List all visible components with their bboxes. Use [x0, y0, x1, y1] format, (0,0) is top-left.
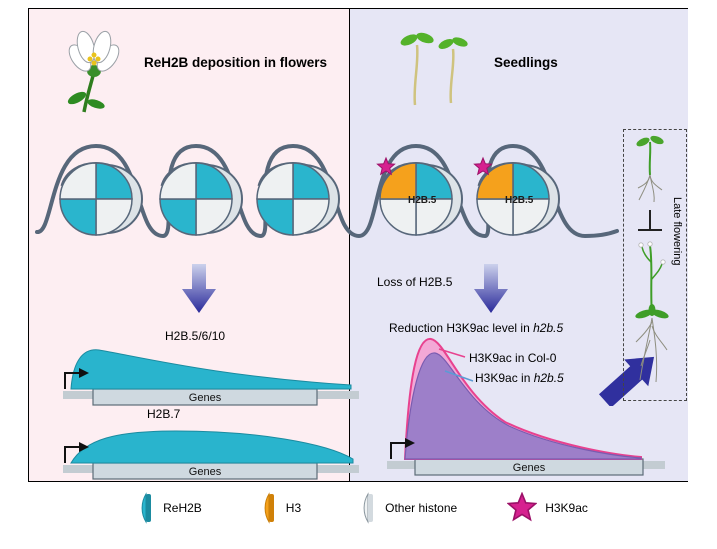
series-h2b5-label: H3K9ac in h2b.5 [475, 371, 564, 385]
col0-leader-line [438, 348, 466, 358]
h3k9ac-star-icon [507, 492, 537, 521]
seedlings-illustration [400, 32, 468, 106]
legend-label: Other histone [385, 501, 458, 515]
flowering-plant-rosette [635, 304, 669, 319]
chart-h3k9ac: Genes [387, 338, 665, 476]
legend-item-h3k9ac: H3K9ac [507, 492, 588, 524]
seedling-leaf [400, 34, 418, 46]
flower-leaf [67, 91, 87, 105]
h2b5-leader-line [444, 370, 474, 382]
young-plant-stem [648, 141, 652, 176]
legend-label: H3 [285, 501, 302, 515]
other-histone-wedge-icon [363, 492, 374, 524]
legend-item-other-histone: Other histone [351, 492, 457, 524]
h2b5-label: H2B.5 [408, 195, 437, 206]
nucleosome [159, 162, 243, 236]
flower-petals [68, 30, 120, 72]
promoter-arrowhead [79, 442, 89, 452]
chart2-label: H2B.7 [147, 407, 181, 421]
flower-leaf [87, 99, 105, 109]
promoter-arrow [390, 442, 405, 459]
seedling-stem [413, 44, 419, 106]
chart-h2b7: Genes [63, 430, 359, 480]
deposition-peak [70, 349, 352, 390]
reduction-title: Reduction H3K9ac level in h2b.5 [389, 321, 563, 335]
reduction-title-text: Reduction H3K9ac level in [389, 321, 534, 335]
up-right-arrow-icon [598, 356, 655, 406]
inhibition-tbar-icon [638, 210, 662, 231]
h3-wedge-icon [264, 492, 274, 524]
promoter-arrow [64, 446, 79, 463]
young-plant-leaf [650, 135, 664, 145]
genes-label: Genes [513, 462, 546, 474]
seedling-leaf [452, 37, 468, 47]
legend-label: ReH2B [163, 501, 202, 515]
young-plant-leaf [636, 137, 650, 147]
down-arrow-icon [182, 264, 216, 313]
chart1-label: H2B.5/6/10 [165, 329, 226, 343]
figure-border: ReH2B deposition in flowers Seedlings [28, 8, 688, 482]
right-panel-title: Seedlings [494, 55, 558, 70]
genes-label: Genes [189, 466, 222, 478]
genes-label: Genes [189, 392, 222, 404]
nucleosome [256, 162, 340, 236]
panel-seedlings [349, 9, 688, 481]
flower-illustration [67, 30, 120, 113]
legend-item-reh2b: ReH2B [129, 492, 202, 524]
nucleosome [59, 162, 143, 236]
series-col0-label: H3K9ac in Col-0 [469, 351, 557, 365]
down-arrow-icon [474, 264, 508, 313]
reduction-title-italic: h2b.5 [533, 321, 564, 335]
promoter-arrow [64, 372, 79, 389]
seedling-leaf [438, 39, 454, 49]
seedling-stem [449, 48, 455, 104]
promoter-arrowhead [79, 368, 89, 378]
late-flowering-label: Late flowering [671, 197, 683, 266]
series-h2b5-text: H3K9ac in [475, 371, 534, 385]
flowering-plant-flowers [638, 241, 666, 265]
legend-item-h3: H3 [252, 492, 301, 524]
flowering-plant-roots [635, 317, 668, 383]
deposition-peak [70, 430, 354, 464]
young-plant-roots [637, 174, 663, 203]
legend-label: H3K9ac [545, 501, 588, 515]
late-flowering-box [623, 129, 687, 401]
flower-anthers [87, 52, 101, 66]
seedling-leaf [416, 32, 434, 44]
series-h2b5-italic: h2b.5 [533, 371, 564, 385]
flowering-plant-branch [641, 246, 652, 263]
promoter-arrowhead [405, 438, 415, 448]
reh2b-wedge-icon [141, 492, 152, 524]
legend: ReH2B H3 Other histone H3K9ac [0, 492, 717, 524]
flowering-plant-branch [650, 263, 663, 281]
left-panel-title: ReH2B deposition in flowers [144, 55, 328, 70]
loss-of-h2b5-label: Loss of H2B.5 [377, 275, 453, 289]
h2b5-label: H2B.5 [505, 195, 534, 206]
chart-h2b5-6-10: Genes [63, 349, 359, 406]
h3k9ac-h2b5-peak [404, 352, 642, 460]
phenotype-plants [635, 135, 669, 383]
nucleosome-strip: H2B.5 H2B.5 [35, 143, 619, 239]
